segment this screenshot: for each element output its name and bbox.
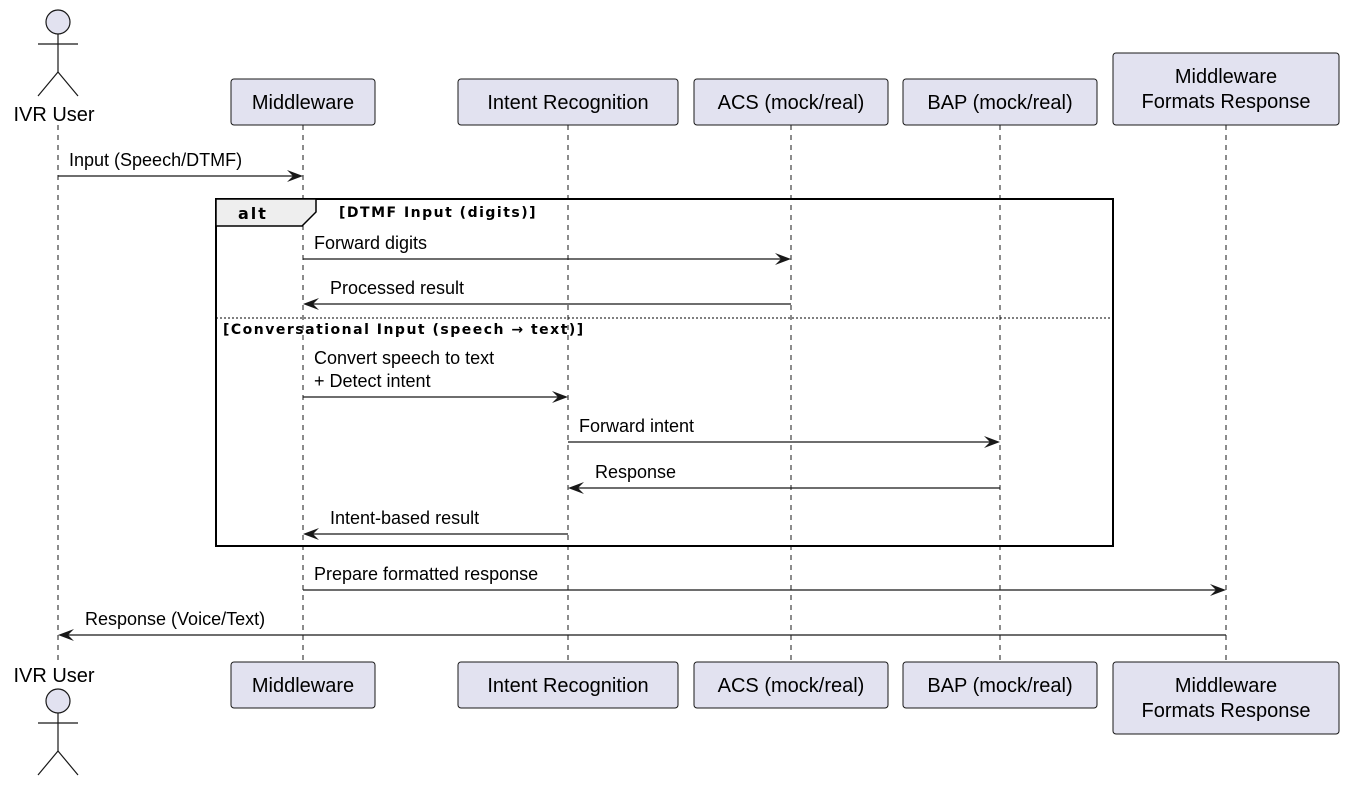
participant-box <box>902 661 1098 709</box>
fragment-tab <box>215 198 317 227</box>
message-arrow: Input (Speech/DTMF) <box>58 150 303 182</box>
participant-label: Intent Recognition <box>487 92 648 114</box>
message-label: + Detect intent <box>314 371 431 391</box>
message-arrow: Intent-based result <box>303 508 568 540</box>
message-label: Response <box>595 462 676 482</box>
participant-box <box>230 661 376 709</box>
participant-box <box>693 78 889 126</box>
arrowhead-icon <box>303 528 319 540</box>
message-label: Forward intent <box>579 416 694 436</box>
participant-ir-top: Intent Recognition <box>457 78 679 126</box>
participant-label: Formats Response <box>1142 91 1311 113</box>
message-label: Intent-based result <box>330 508 479 528</box>
participant-box <box>1112 52 1340 126</box>
participant-label: Middleware <box>1175 675 1277 697</box>
message-arrow: Processed result <box>303 278 791 310</box>
actor-icon <box>37 688 79 776</box>
participant-box <box>902 78 1098 126</box>
arrowhead-icon <box>58 629 74 641</box>
participant-user-bottom: IVR User <box>13 665 95 776</box>
message-label: Forward digits <box>314 233 427 253</box>
arrowhead-icon <box>287 170 303 182</box>
arrowhead-icon <box>303 298 319 310</box>
participant-label: Intent Recognition <box>487 675 648 697</box>
message-arrow: Prepare formatted response <box>303 564 1226 596</box>
alt-fragment: alt [DTMF Input (digits)] [Conversational … <box>215 198 1114 547</box>
participant-mw-top: Middleware <box>230 78 376 126</box>
participant-label: Middleware <box>252 92 354 114</box>
message-label: Input (Speech/DTMF) <box>69 150 242 170</box>
actor-icon <box>37 9 79 97</box>
participant-box <box>457 661 679 709</box>
arrowhead-icon <box>568 482 584 494</box>
participant-bap-bottom: BAP (mock/real) <box>902 661 1098 709</box>
message-arrow: Response <box>568 462 1000 494</box>
arrowhead-icon <box>552 391 568 403</box>
participant-label: Middleware <box>1175 66 1277 88</box>
message-label: Processed result <box>330 278 464 298</box>
participant-box <box>693 661 889 709</box>
message-label: Prepare formatted response <box>314 564 538 584</box>
arrowhead-icon <box>984 436 1000 448</box>
participant-label: Middleware <box>252 675 354 697</box>
guard-condition: [Conversational Input (speech → text)] <box>223 322 585 338</box>
participant-user-top: IVR User <box>13 9 95 126</box>
guard-condition: [DTMF Input (digits)] <box>339 205 537 221</box>
participant-label: ACS (mock/real) <box>718 675 865 697</box>
participant-label: BAP (mock/real) <box>927 92 1072 114</box>
participant-ir-bottom: Intent Recognition <box>457 661 679 709</box>
participant-acs-bottom: ACS (mock/real) <box>693 661 889 709</box>
participant-box <box>230 78 376 126</box>
participant-label: BAP (mock/real) <box>927 675 1072 697</box>
fragment-frame <box>215 198 1114 547</box>
message-arrow: Forward digits <box>303 233 791 265</box>
message-label: Response (Voice/Text) <box>85 609 265 629</box>
participant-mw-bottom: Middleware <box>230 661 376 709</box>
message-arrow: Response (Voice/Text) <box>58 609 1226 641</box>
participant-label: Formats Response <box>1142 700 1311 722</box>
fragment-operator: alt <box>238 204 268 223</box>
message-arrow: Forward intent <box>568 416 1000 448</box>
arrowhead-icon <box>775 253 791 265</box>
participant-label: IVR User <box>13 665 94 687</box>
message-label: Convert speech to text <box>314 348 494 368</box>
participant-box <box>1112 661 1340 735</box>
participant-label: IVR User <box>13 104 94 126</box>
participant-bap-top: BAP (mock/real) <box>902 78 1098 126</box>
participant-box <box>457 78 679 126</box>
message-arrow: Convert speech to text + Detect intent <box>303 348 568 403</box>
participant-acs-top: ACS (mock/real) <box>693 78 889 126</box>
participant-label: ACS (mock/real) <box>718 92 865 114</box>
arrowhead-icon <box>1210 584 1226 596</box>
